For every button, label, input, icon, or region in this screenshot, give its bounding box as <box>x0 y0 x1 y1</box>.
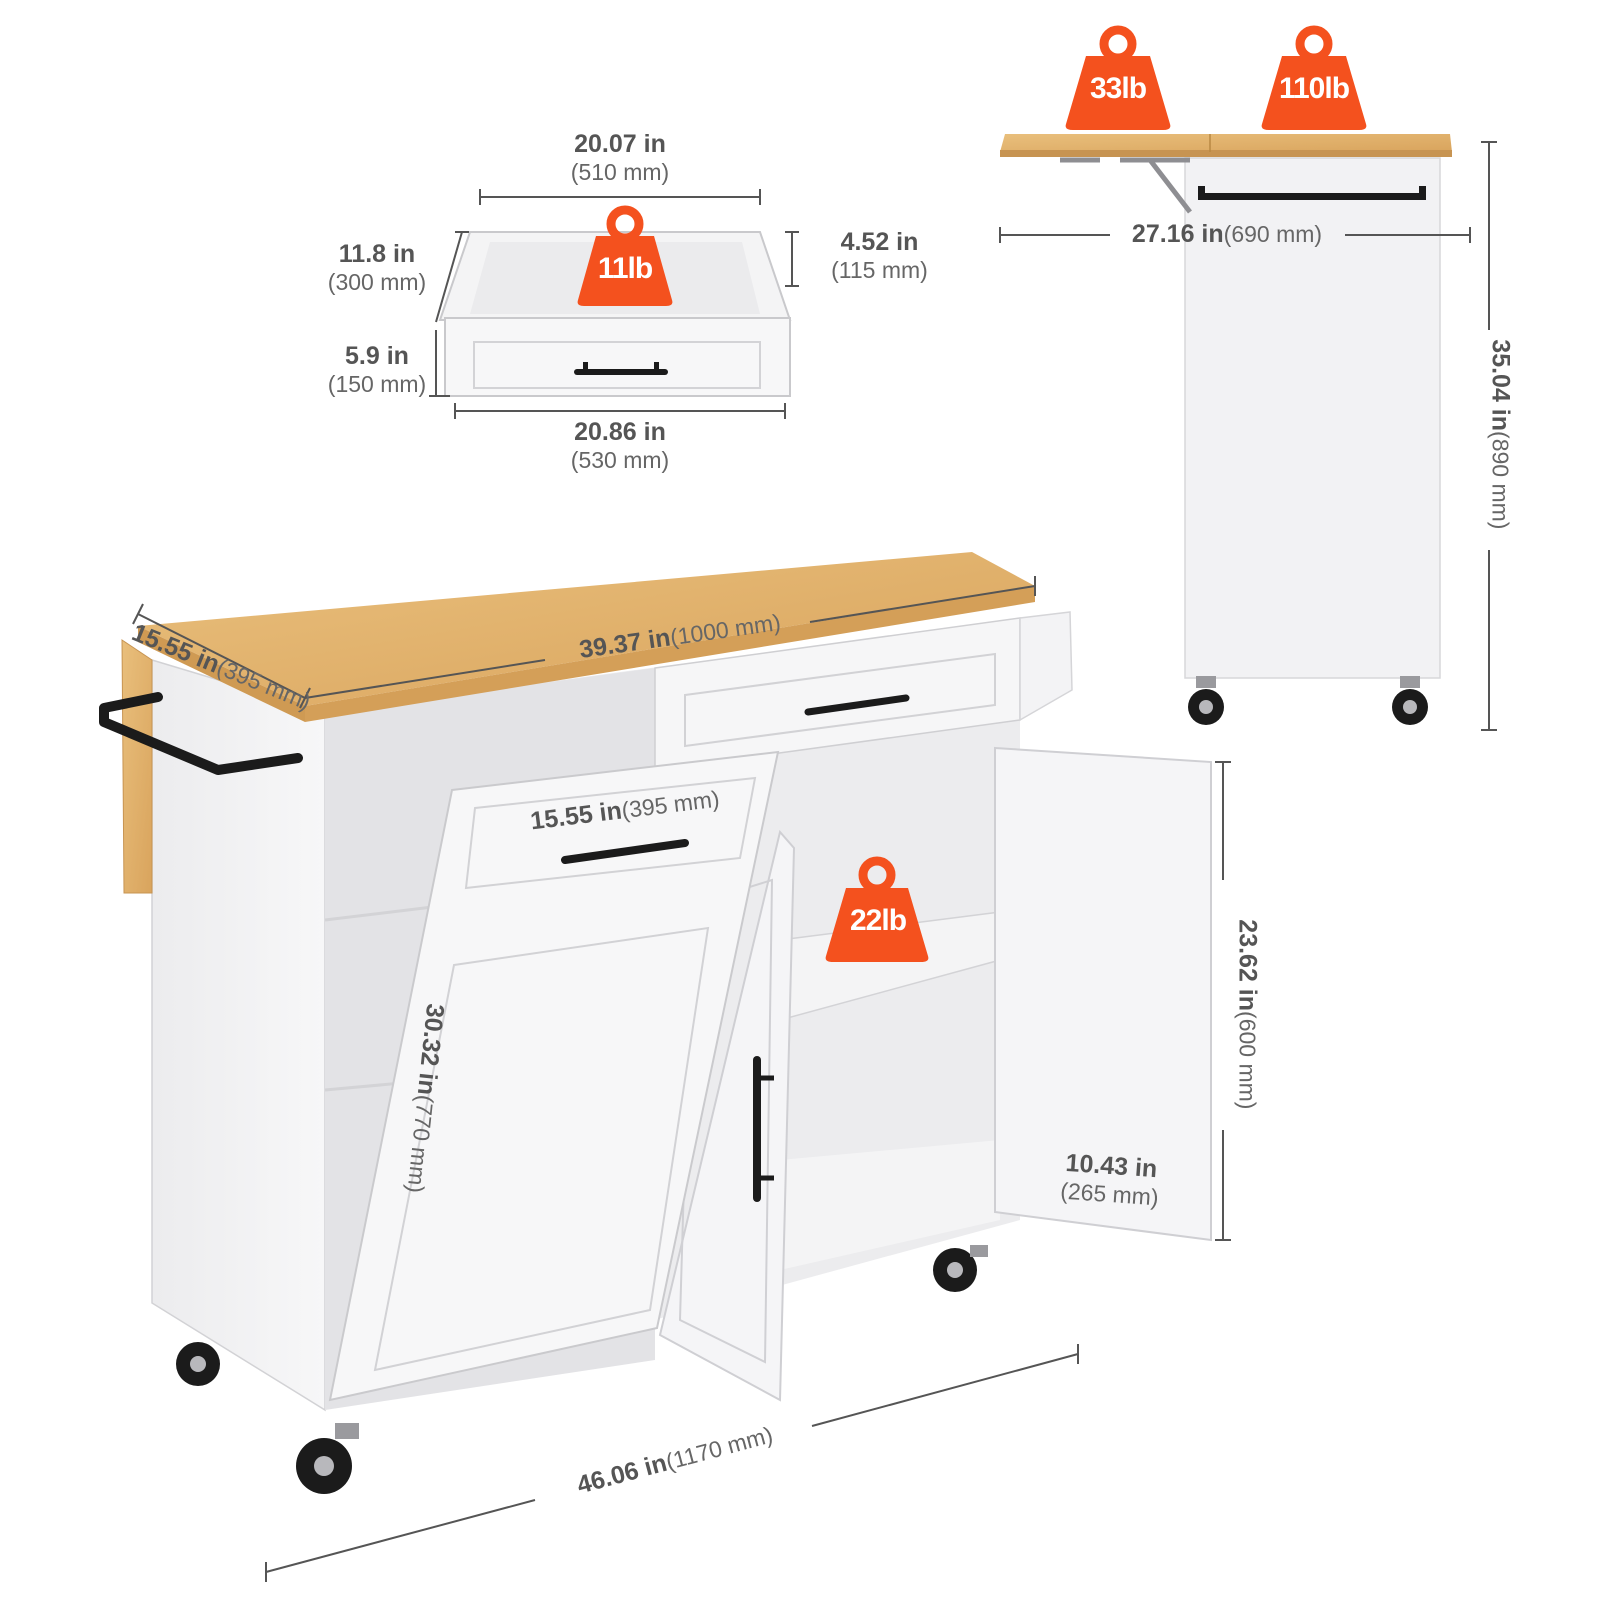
side-top-width-label: 27.16 in(690 mm) <box>1131 220 1323 248</box>
door-width-label: 10.43 in (265 mm) <box>1059 1148 1160 1211</box>
drawer-depth-label: 11.8 in (300 mm) <box>327 240 427 295</box>
towel-bar-icon <box>99 692 303 775</box>
weight-icon <box>825 856 929 962</box>
door-handle-icon <box>753 1056 774 1202</box>
drawer-illustration <box>438 231 792 397</box>
caster-wheel-icon <box>176 1245 988 1494</box>
towel-bar-icon <box>1198 186 1426 200</box>
top-weight-label: 110lb <box>1278 72 1350 105</box>
trash-door-handle-icon <box>561 839 689 864</box>
cabinet-illustration <box>99 552 1212 1494</box>
leaf-weight-label: 33lb <box>1089 72 1147 105</box>
drawer-front-handle-icon <box>804 694 910 716</box>
drawer-dimension-lines <box>429 189 799 419</box>
side-height-label: 35.04 in(890 mm) <box>1486 339 1515 530</box>
drawer-top-width-label: 20.07 in (510 mm) <box>570 130 670 185</box>
cabinet-dimension-lines <box>132 576 1231 1582</box>
drawer-front-height-label: 5.9 in (150 mm) <box>327 342 427 397</box>
drawer-handle-icon <box>574 362 668 375</box>
door-height-label: 23.62 in(600 mm) <box>1233 919 1262 1110</box>
weight-icon <box>1065 25 1171 130</box>
drawer-weight-label: 11lb <box>597 252 653 285</box>
weight-icon <box>1261 25 1367 130</box>
shelf-weight-label: 22lb <box>849 904 907 937</box>
drawer-bottom-width-label: 20.86 in (530 mm) <box>570 418 670 473</box>
weight-icon <box>577 205 673 306</box>
drawer-inner-height-label: 4.52 in (115 mm) <box>831 228 928 283</box>
side-view-illustration <box>1000 134 1452 725</box>
caster-wheel-icon <box>1188 676 1428 725</box>
folding-bracket-icon <box>1060 157 1192 214</box>
side-dimension-lines <box>999 141 1497 731</box>
